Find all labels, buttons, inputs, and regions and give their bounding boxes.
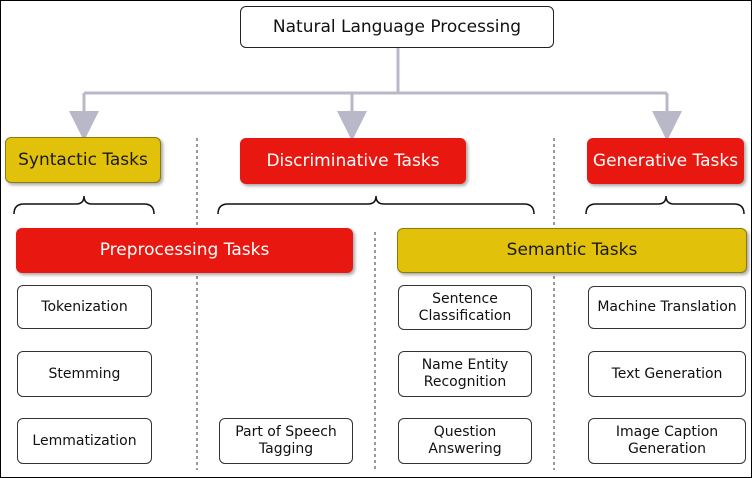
task-machine-translation: Machine Translation — [588, 286, 746, 329]
task-part-of-speech-tagging: Part of Speech Tagging — [219, 418, 353, 464]
task-stemming: Stemming — [17, 351, 152, 397]
generative-tasks-node: Generative Tasks — [587, 138, 744, 184]
task-text-generation: Text Generation — [588, 351, 746, 397]
root-node: Natural Language Processing — [240, 6, 554, 48]
discriminative-tasks-node: Discriminative Tasks — [240, 138, 466, 184]
syntactic-tasks-node: Syntactic Tasks — [5, 137, 161, 183]
brace-generative — [585, 195, 745, 215]
task-name-entity-recognition: Name Entity Recognition — [398, 351, 532, 397]
brace-syntactic — [13, 195, 155, 215]
task-sentence-classification: Sentence Classification — [398, 285, 532, 330]
semantic-tasks-node: Semantic Tasks — [397, 228, 747, 273]
task-question-answering: Question Answering — [398, 418, 532, 464]
task-tokenization: Tokenization — [17, 285, 152, 329]
task-image-caption-generation: Image Caption Generation — [588, 418, 746, 464]
preprocessing-tasks-node: Preprocessing Tasks — [16, 228, 353, 273]
task-lemmatization: Lemmatization — [17, 418, 152, 464]
brace-discriminative — [217, 195, 535, 215]
